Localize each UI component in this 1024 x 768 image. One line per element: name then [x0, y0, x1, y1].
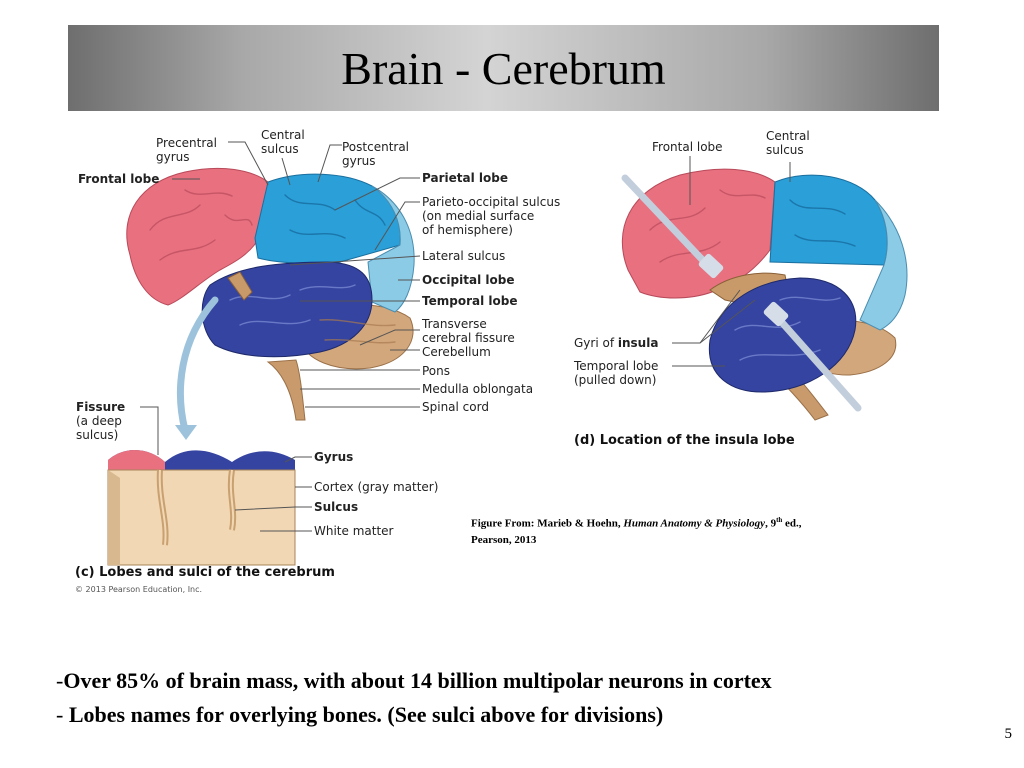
copyright-notice: © 2013 Pearson Education, Inc. [75, 585, 203, 594]
label-medulla-oblongata: Medulla oblongata [422, 382, 534, 396]
label-temporal-lobe-pulled: Temporal lobe (pulled down) [574, 359, 659, 387]
label-parietal-lobe: Parietal lobe [422, 171, 508, 185]
label-pons: Pons [422, 364, 451, 378]
left-brain-lateral [126, 167, 415, 440]
label-parieto-occipital-sulcus: Parieto-occipital sulcus (on medial surf… [422, 195, 561, 237]
brainstem-shape [266, 359, 306, 421]
lower-retractor [774, 314, 862, 412]
leader-lines [140, 141, 791, 532]
inset-cross-section [107, 450, 296, 566]
label-white-matter: White matter [314, 524, 394, 538]
frontal-lobe-shape [126, 167, 269, 306]
page-number: 5 [1004, 726, 1013, 742]
slide-title: Brain - Cerebrum [341, 42, 666, 94]
label-cerebellum: Cerebellum [422, 345, 491, 359]
right-parietal [769, 174, 888, 266]
caption-lobes-sulci: (c) Lobes and sulci of the cerebrum [75, 565, 335, 580]
bullet-lobe-names: - Lobes names for overlying bones. (See … [56, 702, 664, 727]
right-occipital [859, 199, 908, 331]
upper-retractor [621, 174, 716, 274]
label-gyri-of-insula: Gyri of insula [574, 336, 659, 350]
label-occipital-lobe: Occipital lobe [422, 273, 515, 287]
label-right-frontal-lobe: Frontal lobe [652, 140, 723, 154]
caption-insula-location: (d) Location of the insula lobe [574, 433, 795, 448]
inset-arrow [176, 296, 219, 434]
label-temporal-lobe: Temporal lobe [422, 294, 518, 308]
label-right-central-sulcus: Central sulcus [766, 129, 810, 157]
right-frontal [621, 168, 776, 299]
bullet-cortex-mass: -Over 85% of brain mass, with about 14 b… [56, 668, 772, 693]
inset-block [107, 469, 296, 566]
label-central-sulcus: Central sulcus [261, 128, 305, 156]
label-lateral-sulcus: Lateral sulcus [422, 249, 506, 263]
label-postcentral-gyrus: Postcentral gyrus [342, 140, 410, 168]
label-cortex-gray-matter: Cortex (gray matter) [314, 480, 439, 494]
label-transverse-fissure: Transverse cerebral fissure [422, 317, 515, 345]
insula-tab-shape [227, 271, 253, 301]
parietal-lobe-shape [254, 173, 401, 264]
right-brain-insula [621, 168, 908, 421]
label-fissure: Fissure (a deep sulcus) [76, 400, 126, 442]
label-gyrus: Gyrus [314, 450, 354, 464]
label-spinal-cord: Spinal cord [422, 400, 489, 414]
figure-credit: Figure From: Marieb & Hoehn, Human Anato… [471, 516, 802, 546]
label-frontal-lobe: Frontal lobe [78, 172, 160, 186]
label-sulcus: Sulcus [314, 500, 359, 514]
title-bar: Brain - Cerebrum [68, 25, 939, 111]
label-precentral-gyrus: Precentral gyrus [156, 136, 217, 164]
